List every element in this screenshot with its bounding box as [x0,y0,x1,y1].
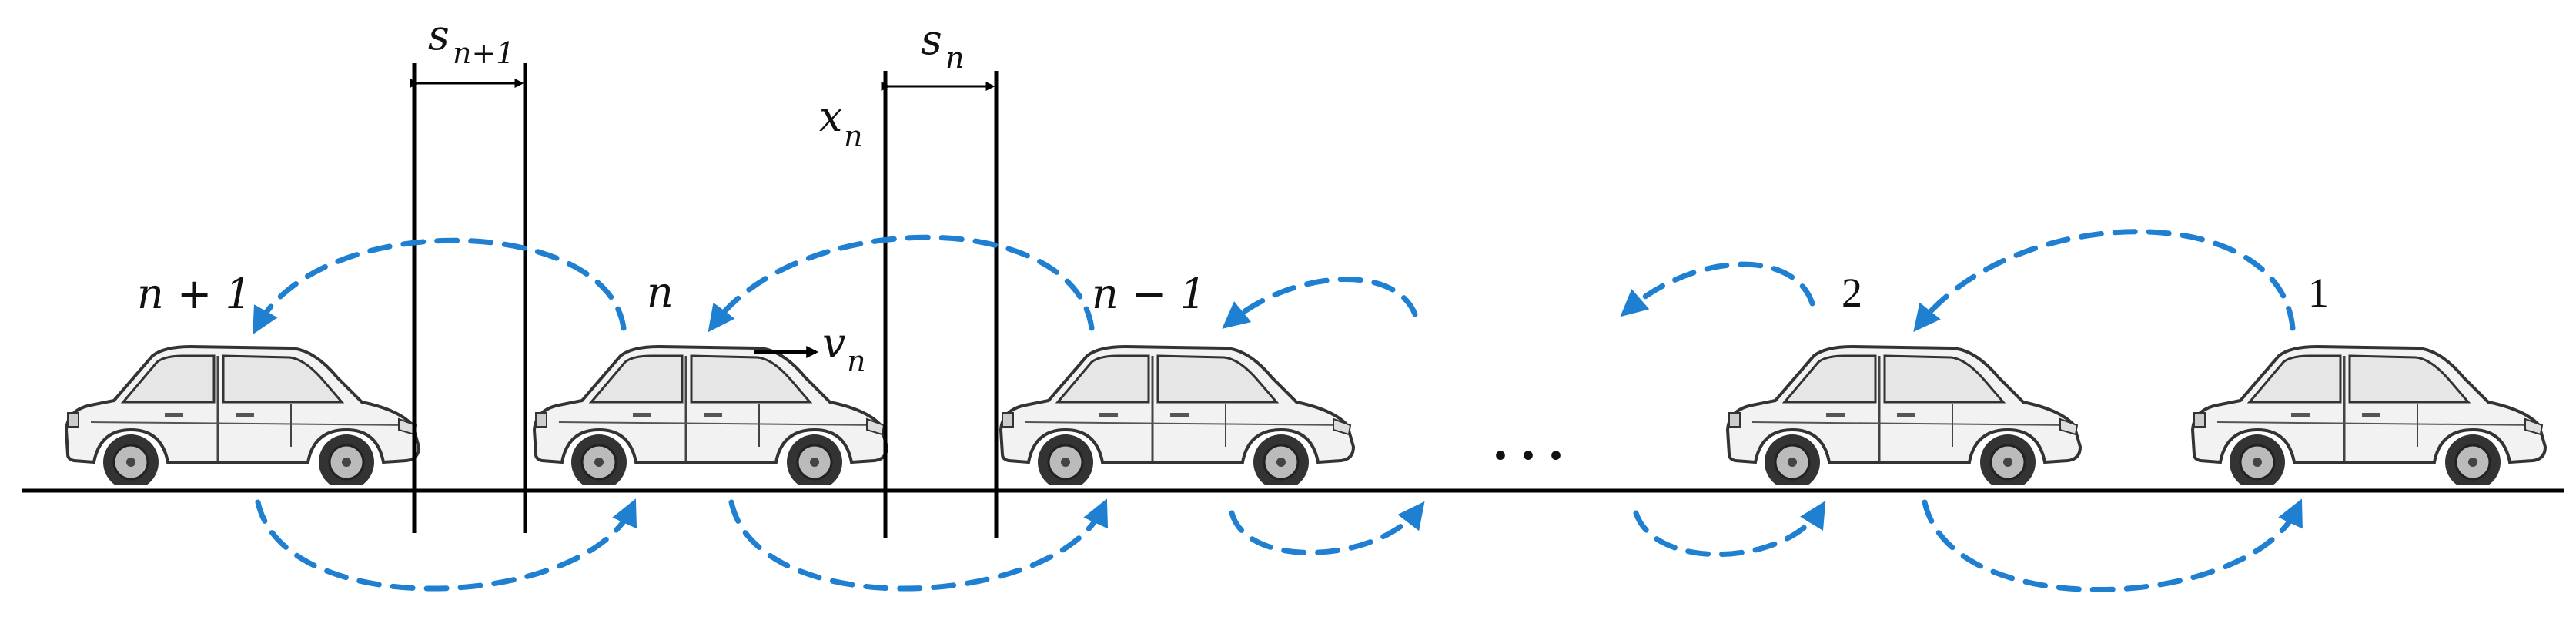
upper-arrow-2-to-prev [1620,261,1815,317]
label-position-x: x [819,92,842,141]
label-car-1: 1 [2308,270,2329,316]
upper-arrow-n-minus-1-to-n [708,234,1095,333]
lower-arrow-n-minus-1-to-next [1229,501,1425,555]
label-car-n-plus-1: n + 1 [137,270,252,318]
label-gap-s-n: s [921,15,942,64]
lower-arrow-n-to-n-minus-1 [728,498,1109,592]
label-ellipsis: . . . [1494,410,1563,471]
car-n-plus-1 [65,345,420,485]
label-velocity-v: v [822,319,846,367]
label-car-n: n [647,268,674,317]
label-gap-s-n-plus-1: s [428,11,450,59]
car-n-minus-1 [999,345,1355,485]
label-velocity-v-subscript: n [847,344,865,378]
upper-arrow-n-to-n-plus-1 [253,237,627,335]
label-car-2: 2 [1842,270,1862,316]
car-2 [1726,345,2082,485]
lower-arrow-n-plus-1-to-n [255,498,637,592]
label-gap-s-n-subscript: n [945,41,964,75]
car-n [533,345,888,485]
upper-arrow-1-to-2 [1913,229,2296,332]
label-position-x-subscript: n [844,119,862,153]
label-car-n-minus-1: n − 1 [1092,270,1206,318]
lower-arrow-prev-to-2 [1633,501,1826,558]
upper-arrow-next-to-n-minus-1 [1222,277,1418,329]
label-gap-s-n-plus-1-subscript: n+1 [453,36,515,70]
car-1 [2191,345,2547,485]
lower-arrow-2-to-1 [1922,498,2303,593]
